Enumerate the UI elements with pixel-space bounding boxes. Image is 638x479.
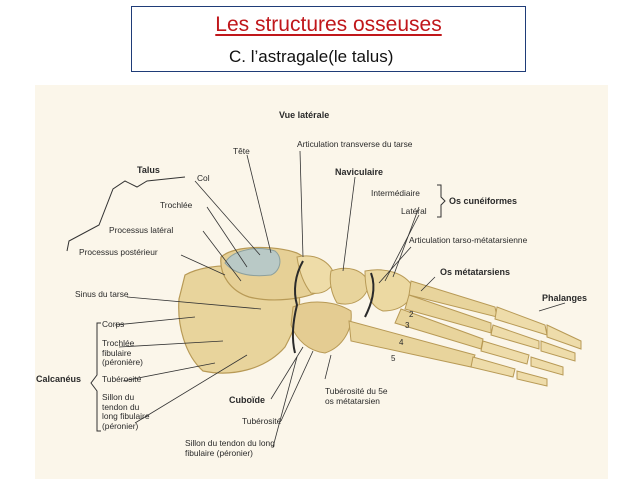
- label-col: Col: [197, 173, 210, 183]
- label-articulation-tarso: Articulation tarso-métatarsienne: [409, 235, 528, 245]
- leader-lines: [114, 150, 566, 448]
- label-tuberosite: Tubérosité: [102, 374, 142, 384]
- label-sillon-long: Sillon du tendon du long fibulaire (péro…: [185, 438, 275, 458]
- label-sinus-tarse: Sinus du tarse: [75, 289, 129, 299]
- title-box: Les structures osseuses C. l’astragale(l…: [131, 6, 526, 72]
- slide-subtitle: C. l’astragale(le talus): [229, 47, 394, 66]
- transverse-tarsal-joint-line: [291, 260, 304, 354]
- talus-head: [296, 255, 336, 294]
- metatarsal-number: 5: [391, 354, 396, 363]
- cuneiform-brace: [437, 184, 446, 218]
- label-calcaneus: Calcanéus: [36, 374, 82, 384]
- label-phalanges: Phalanges: [542, 293, 588, 303]
- label-articulation-transverse: Articulation transverse du tarse: [297, 139, 413, 149]
- label-talus: Talus: [137, 165, 160, 175]
- phalanx-bones: [470, 306, 582, 387]
- label-cuboide: Cuboïde: [229, 395, 265, 405]
- label-trochlee-fibulaire: Trochlée fibulaire (péronière): [102, 338, 143, 368]
- tarsometatarsal-joint-line: [364, 272, 375, 318]
- label-sillon-tendon: Sillon du tendon du long fibulaire (péro…: [102, 392, 150, 431]
- label-processus-posterieur: Processus postérieur: [79, 247, 158, 257]
- label-tete: Tête: [233, 146, 250, 156]
- label-lateral: Latéral: [401, 206, 427, 216]
- label-intermediaire: Intermédiaire: [371, 188, 420, 198]
- foot-bones-illustration: 2 3 4 5 Vue latérale Talus Tête Col Troc…: [35, 85, 608, 479]
- label-corps: Corps: [102, 319, 125, 329]
- label-os-cuneiformes: Os cunéiformes: [449, 196, 518, 206]
- metatarsal-number: 3: [405, 321, 410, 330]
- label-os-metatarsiens: Os métatarsiens: [440, 267, 511, 277]
- calcaneus-brace: [90, 322, 101, 432]
- talus-brace: [66, 176, 186, 252]
- label-tuberosite-cuboide: Tubérosité: [242, 416, 282, 426]
- label-tuberosite-5e: Tubérosité du 5e os métatarsien: [325, 386, 388, 406]
- metatarsal-number: 2: [409, 310, 414, 319]
- label-trochlee: Trochlée: [160, 200, 193, 210]
- label-naviculaire: Naviculaire: [335, 167, 384, 177]
- metatarsal-number: 4: [399, 338, 404, 347]
- label-processus-lateral: Processus latéral: [109, 225, 174, 235]
- cuneiform-bones: [364, 269, 414, 312]
- view-label: Vue latérale: [279, 110, 330, 120]
- foot-skeleton-drawing: 2 3 4 5: [66, 150, 582, 448]
- trochlea-cartilage: [224, 248, 281, 277]
- navicular-bone: [329, 267, 370, 305]
- metatarsal-bones: [348, 280, 498, 368]
- cuboid-bone: [290, 301, 352, 354]
- slide-title: Les structures osseuses: [215, 13, 442, 36]
